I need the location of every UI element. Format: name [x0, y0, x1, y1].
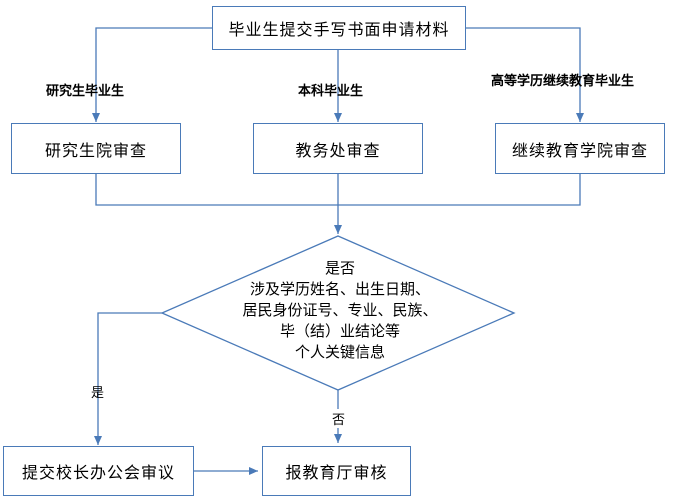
label-yes: 是: [91, 386, 105, 401]
education-department-review-box: 报教育厅审核: [262, 446, 411, 496]
connector-to-grad-review: [92, 27, 212, 122]
grad-school-review-box: 研究生院审查: [11, 123, 181, 174]
continuing-education-review-box: 继续教育学院审查: [495, 123, 665, 174]
decision-line-4: 毕（结）业结论等: [279, 322, 400, 340]
decision-line-3: 居民身份证号、专业、民族、: [242, 301, 438, 319]
label-continuing: 高等学历继续教育毕业生: [491, 74, 635, 89]
president-office-meeting-box: 提交校长办公会审议: [3, 446, 194, 496]
connector-yes: [94, 312, 162, 445]
decision-text: 是否 涉及学历姓名、出生日期、 居民身份证号、专业、民族、 毕（结）业结论等 个…: [200, 258, 480, 363]
decision-line-5: 个人关键信息: [294, 343, 385, 361]
academic-affairs-review-box: 教务处审查: [253, 123, 423, 174]
submit-application-box: 毕业生提交手写书面申请材料: [212, 6, 466, 50]
label-graduate: 研究生毕业生: [46, 84, 125, 99]
connector-to-continuing-review: [466, 27, 584, 122]
label-no: 否: [332, 409, 346, 428]
decision-line-2: 涉及学历姓名、出生日期、: [249, 280, 430, 298]
label-undergraduate: 本科毕业生: [298, 84, 364, 99]
decision-line-1: 是否: [324, 259, 355, 277]
